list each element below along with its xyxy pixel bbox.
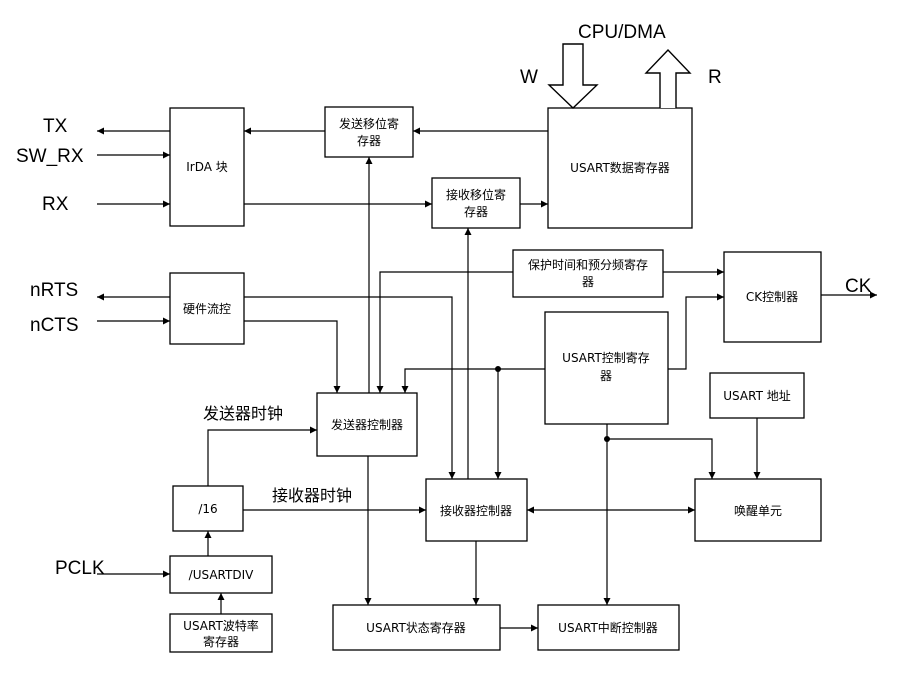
tx-shift-register: 发送移位寄 存器 [324, 106, 414, 158]
ncts-pin-label: nCTS [30, 315, 79, 336]
tx-shift-register-label-2: 存器 [357, 134, 381, 148]
rx-clock-label: 接收器时钟 [272, 486, 352, 505]
usart-address-label: USART 地址 [723, 389, 790, 403]
write-hollow-arrow [547, 43, 599, 109]
hardware-flow-control: 硬件流控 [169, 272, 245, 345]
usartdiv-label: /USARTDIV [189, 568, 254, 582]
tx-clock-label: 发送器时钟 [203, 404, 283, 423]
wakeup-unit: 唤醒单元 [694, 478, 822, 542]
usart-data-register-label: USART数据寄存器 [570, 160, 670, 175]
tx-shift-register-label-1: 发送移位寄 [339, 116, 399, 131]
div16-label: /16 [198, 502, 217, 516]
usart-control-register-label-1: USART控制寄存 [562, 350, 650, 365]
guard-prescaler-label-2: 器 [582, 275, 594, 289]
baud-rate-register: USART波特率 寄存器 [169, 613, 273, 653]
guard-prescaler-label-1: 保护时间和预分频寄存 [528, 257, 648, 272]
tx-controller-label: 发送器控制器 [331, 417, 403, 432]
usart-control-register-label-2: 器 [600, 369, 612, 383]
rx-shift-register-label-2: 存器 [464, 205, 488, 219]
wakeup-unit-label: 唤醒单元 [734, 504, 782, 518]
ck-pin-label: CK [845, 276, 872, 297]
usart-address: USART 地址 [709, 372, 805, 419]
guard-prescaler-register: 保护时间和预分频寄存 器 [512, 249, 664, 298]
read-hollow-arrow [644, 48, 692, 108]
usart-status-register-label: USART状态寄存器 [366, 620, 466, 635]
pclk-pin-label: PCLK [55, 558, 105, 579]
write-label: W [520, 67, 538, 88]
sw-rx-pin-label: SW_RX [16, 146, 84, 167]
rx-pin-label: RX [42, 194, 69, 215]
irda-block: IrDA 块 [169, 107, 245, 227]
usart-status-register: USART状态寄存器 [332, 604, 501, 651]
usart-interrupt-controller: USART中断控制器 [537, 604, 680, 651]
ck-controller: CK控制器 [723, 251, 822, 343]
tx-controller: 发送器控制器 [316, 392, 418, 457]
usart-data-register: USART数据寄存器 [547, 107, 693, 229]
ck-controller-label: CK控制器 [746, 290, 798, 304]
hardware-flow-control-label: 硬件流控 [183, 302, 231, 316]
usartdiv-block: /USARTDIV [169, 555, 273, 594]
read-label: R [708, 67, 722, 88]
cpu-dma-label: CPU/DMA [578, 22, 666, 43]
rx-controller-label: 接收器控制器 [440, 503, 512, 518]
irda-block-label: IrDA 块 [186, 160, 228, 174]
rx-controller: 接收器控制器 [425, 478, 528, 542]
baud-rate-register-label-2: 寄存器 [203, 634, 239, 649]
rx-shift-register: 接收移位寄 存器 [431, 177, 521, 229]
usart-control-register: USART控制寄存 器 [544, 311, 669, 425]
rx-shift-register-label-1: 接收移位寄 [446, 187, 506, 202]
tx-pin-label: TX [43, 116, 68, 137]
nrts-pin-label: nRTS [30, 280, 78, 301]
baud-rate-register-label-1: USART波特率 [183, 618, 259, 633]
connections [97, 127, 877, 632]
div16-block: /16 [172, 485, 244, 532]
usart-interrupt-controller-label: USART中断控制器 [558, 620, 658, 635]
